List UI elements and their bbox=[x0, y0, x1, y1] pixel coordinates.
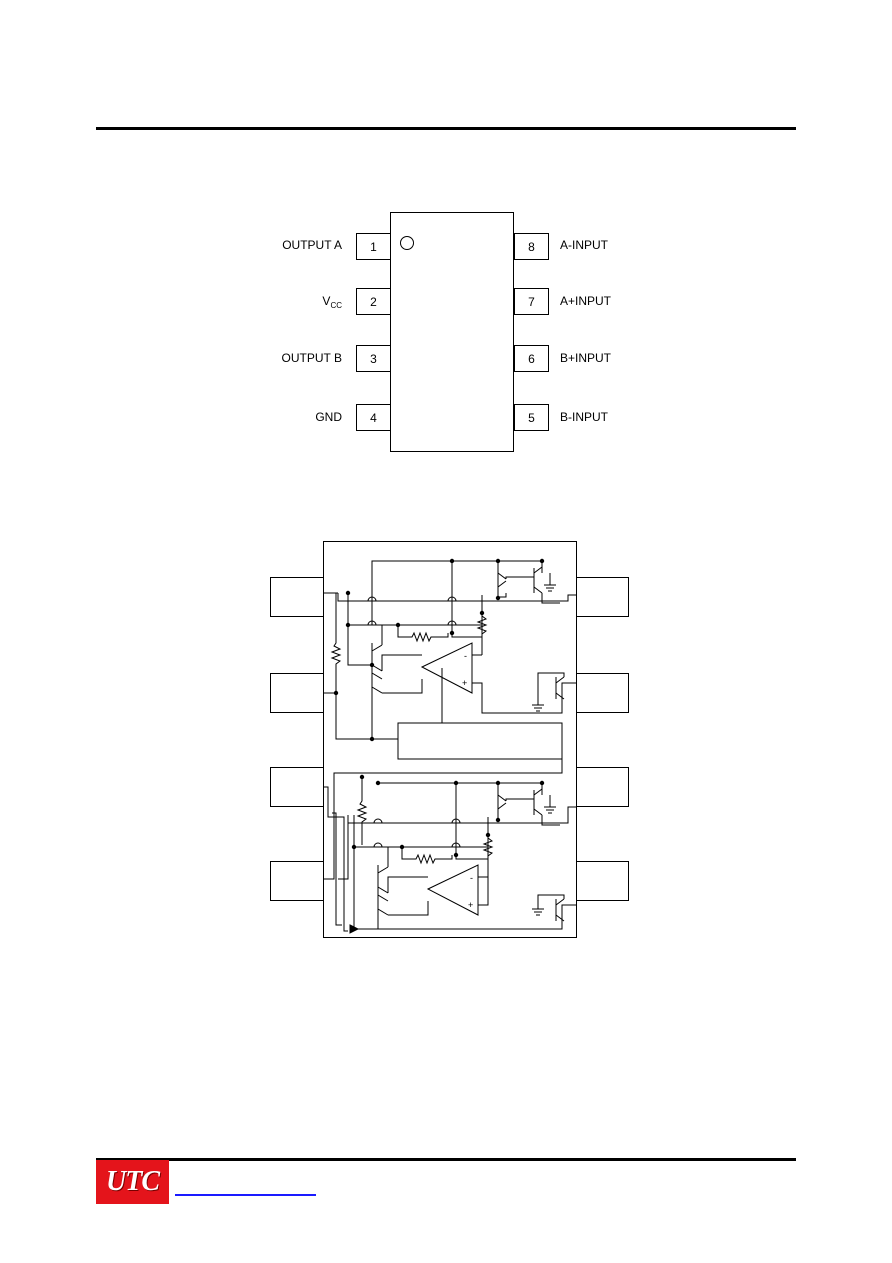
schematic-pin-box bbox=[270, 767, 324, 807]
opamp-a-symbol bbox=[420, 642, 473, 694]
channel-a-circuit bbox=[323, 560, 576, 760]
pin-3-label: OUTPUT B bbox=[281, 351, 342, 365]
opamp-b-minus: - bbox=[470, 873, 473, 883]
pin-number: 6 bbox=[528, 351, 535, 366]
pin-number: 7 bbox=[528, 294, 535, 309]
pin-7-label: A+INPUT bbox=[560, 294, 612, 308]
pin-1-label: OUTPUT A bbox=[282, 238, 342, 252]
utc-logo: UTC bbox=[96, 1160, 169, 1204]
pin-5-label: B-INPUT bbox=[560, 410, 608, 424]
bias-block bbox=[397, 722, 563, 760]
footer-website-link[interactable] bbox=[175, 1194, 316, 1196]
schematic-package-outline bbox=[323, 541, 577, 938]
schematic-pin-box bbox=[576, 577, 629, 617]
pin-2-label: VCC bbox=[322, 294, 342, 310]
pin-3-box: 3 bbox=[356, 345, 391, 372]
utc-logo-text: UTC bbox=[106, 1166, 160, 1197]
schematic-pin-box bbox=[270, 673, 324, 713]
schematic-pin-box bbox=[576, 673, 629, 713]
pin-8-label: A-INPUT bbox=[560, 238, 608, 252]
header-rule bbox=[96, 127, 796, 130]
footer-rule bbox=[96, 1158, 796, 1161]
pin-number: 2 bbox=[370, 294, 377, 309]
schematic-pin-box bbox=[576, 767, 629, 807]
pin-number: 4 bbox=[370, 410, 377, 425]
schematic-pin-box bbox=[576, 861, 629, 901]
opamp-b-plus: + bbox=[468, 900, 473, 910]
pin-4-label: GND bbox=[315, 410, 342, 424]
pin-1-box: 1 bbox=[356, 233, 391, 260]
pin-8-box: 8 bbox=[514, 233, 549, 260]
ic-package-body bbox=[390, 212, 514, 452]
pin-6-label: B+INPUT bbox=[560, 351, 612, 365]
pin-number: 3 bbox=[370, 351, 377, 366]
opamp-b-symbol bbox=[426, 864, 479, 916]
pin-7-box: 7 bbox=[514, 288, 549, 315]
opamp-a-minus: - bbox=[464, 651, 467, 661]
pin1-marker-icon bbox=[400, 236, 414, 250]
schematic-pin-box bbox=[270, 861, 324, 901]
pin-6-box: 6 bbox=[514, 345, 549, 372]
pin-number: 8 bbox=[528, 239, 535, 254]
pin-number: 5 bbox=[528, 410, 535, 425]
channel-b-circuit bbox=[347, 775, 576, 930]
pin-2-box: 2 bbox=[356, 288, 391, 315]
opamp-a-plus: + bbox=[462, 678, 467, 688]
junction-dots bbox=[333, 558, 545, 858]
pin-5-box: 5 bbox=[514, 404, 549, 431]
equivalent-circuit-diagram: - + - + bbox=[270, 541, 629, 938]
pin-4-box: 4 bbox=[356, 404, 391, 431]
pin-number: 1 bbox=[370, 239, 377, 254]
schematic-pin-box bbox=[270, 577, 324, 617]
